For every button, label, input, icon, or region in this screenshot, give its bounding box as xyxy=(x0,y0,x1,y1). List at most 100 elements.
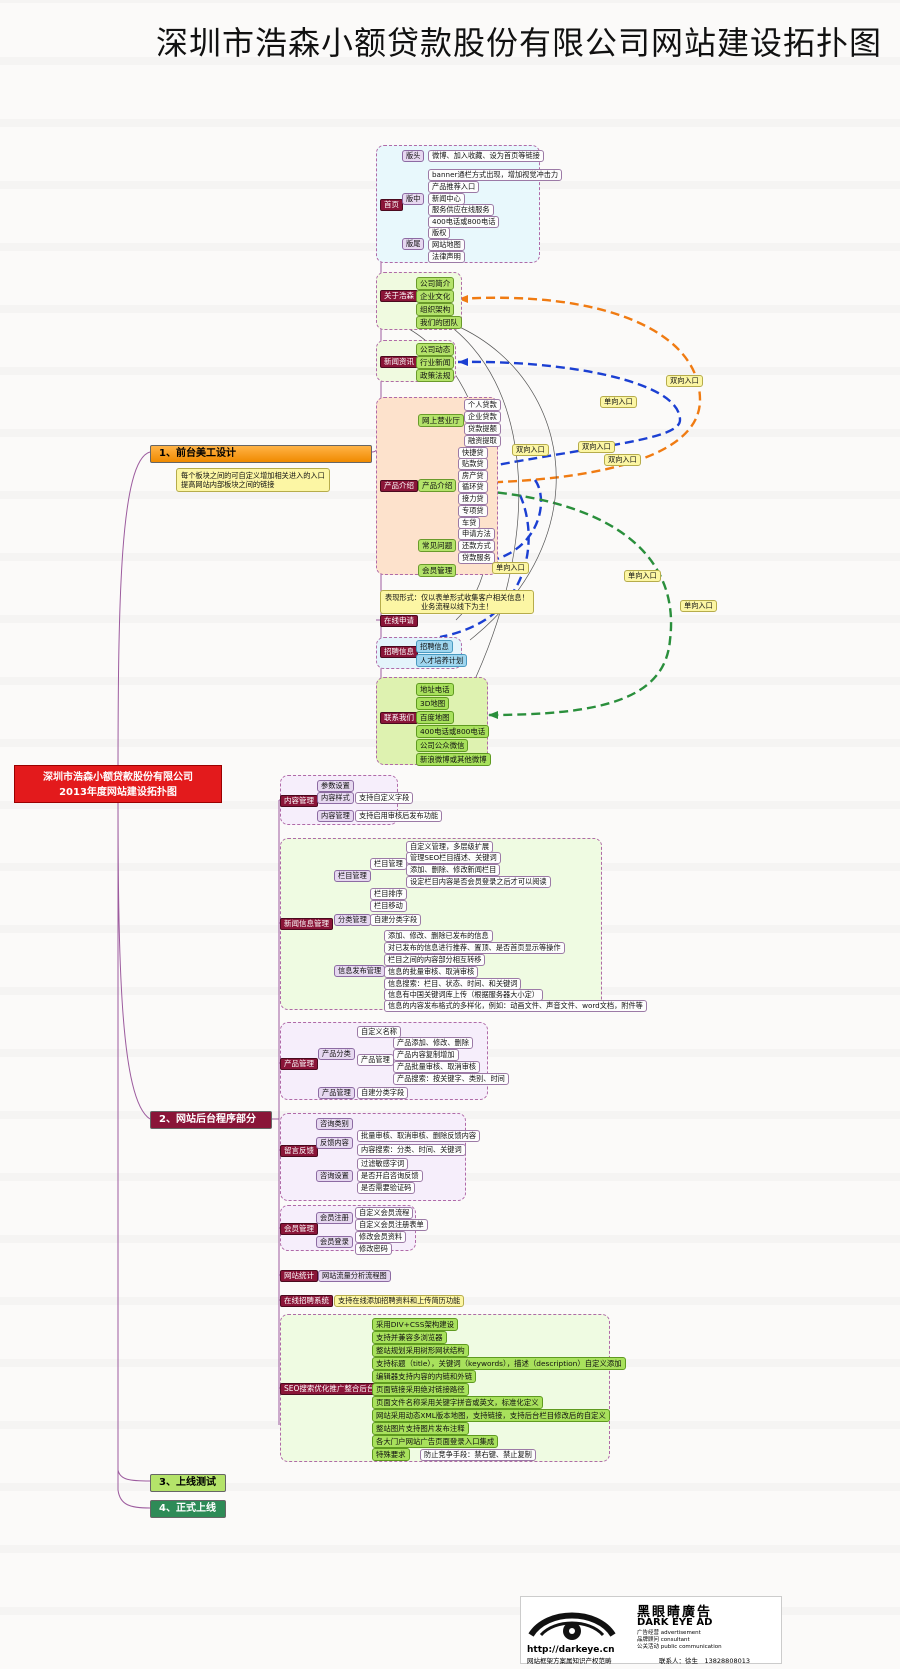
node-about-4[interactable]: 我们的团队 xyxy=(416,316,462,329)
node-job[interactable]: 在线招聘系统 xyxy=(280,1295,333,1307)
node-hr-1[interactable]: 招聘信息 xyxy=(416,640,453,653)
section-launch[interactable]: 4、正式上线 xyxy=(150,1500,226,1518)
node-middle[interactable]: 版中 xyxy=(402,193,425,205)
node-info-2: 对已发布的信息进行推荐、置顶、是否首页显示等操作 xyxy=(384,942,565,954)
node-news-3[interactable]: 政策法规 xyxy=(416,369,455,382)
node-mem-1b: 自定义会员注册表单 xyxy=(355,1219,428,1231)
node-col-b: 栏目排序 xyxy=(370,888,407,900)
node-faq-3: 贷款服务 xyxy=(458,552,495,564)
node-home[interactable]: 首页 xyxy=(380,199,403,211)
node-online-2: 企业贷款 xyxy=(464,411,501,423)
node-hr[interactable]: 招聘信息 xyxy=(380,646,418,658)
node-seo-2[interactable]: 支持并兼容多浏览器 xyxy=(372,1331,447,1344)
node-seo-7[interactable]: 页面文件名称采用关键字拼音或英文，标准化定义 xyxy=(372,1396,543,1409)
node-content-1[interactable]: 参数设置 xyxy=(317,780,354,792)
node-content-2a: 支持自定义字段 xyxy=(355,792,414,804)
node-mem-2[interactable]: 会员登录 xyxy=(316,1236,353,1248)
node-hr-2[interactable]: 人才培养计划 xyxy=(416,654,468,667)
node-content-3a: 支持启用审核后发布功能 xyxy=(355,810,443,822)
node-online[interactable]: 网上营业厅 xyxy=(418,414,464,427)
node-feedback[interactable]: 留言反馈 xyxy=(280,1145,318,1157)
node-prod[interactable]: 产品介绍 xyxy=(418,479,457,492)
node-fb-1[interactable]: 咨询类别 xyxy=(316,1118,353,1130)
node-seo-6[interactable]: 页面链接采用绝对链接路径 xyxy=(372,1383,469,1396)
node-contact[interactable]: 联系我们 xyxy=(380,712,418,724)
node-news-2[interactable]: 行业新闻 xyxy=(416,356,455,369)
node-online-3: 贷款提额 xyxy=(464,423,501,435)
entry-label-one-a: 单向入口 xyxy=(600,396,637,408)
node-pcat-2c: 产品批量审核、取消审核 xyxy=(393,1061,481,1073)
form-note-line2: 业务流程以线下为主！ xyxy=(420,602,493,611)
brand-services: 广告经营 advertisement 品牌顾问 consultant 公关活动 … xyxy=(637,1630,722,1651)
node-mid-4: 服务供应在线服务 xyxy=(428,204,494,216)
node-mem-1[interactable]: 会员注册 xyxy=(316,1212,353,1224)
node-faq[interactable]: 常见问题 xyxy=(418,539,457,552)
node-pmgr[interactable]: 产品管理 xyxy=(318,1087,355,1099)
node-c-4[interactable]: 400电话或800电话 xyxy=(416,725,490,738)
node-c-1[interactable]: 地址电话 xyxy=(416,683,454,696)
node-content-3[interactable]: 内容管理 xyxy=(317,810,354,822)
node-cat[interactable]: 分类管理 xyxy=(334,914,371,926)
node-head-1: 微博、加入收藏、设为首页等链接 xyxy=(428,150,544,162)
node-mid-1: banner通栏方式出现，增加视觉冲击力 xyxy=(428,169,563,181)
trunk-front xyxy=(117,451,151,785)
node-c-5[interactable]: 公司公众微信 xyxy=(416,739,469,752)
node-seo-3[interactable]: 整站规划采用树形网状结构 xyxy=(372,1344,469,1357)
node-member[interactable]: 会员管理 xyxy=(418,564,457,577)
front-note-line1: 每个板块之间的可自定义增加相关进入的入口 xyxy=(181,471,325,480)
node-prodmgr[interactable]: 产品管理 xyxy=(280,1058,318,1070)
node-seo-8[interactable]: 网站采用动态XML版本地图，支持链接，支持后台栏目修改后的自定义 xyxy=(372,1409,610,1422)
one-arrow-blue-b xyxy=(439,494,530,639)
node-pcat-2b: 产品内容复制增加 xyxy=(393,1049,459,1061)
node-product[interactable]: 产品介绍 xyxy=(380,480,418,492)
node-seo-11[interactable]: 特殊要求 xyxy=(372,1448,410,1461)
node-seo[interactable]: SEO搜索优化推广整合后台 xyxy=(280,1383,379,1395)
node-about-3[interactable]: 组织架构 xyxy=(416,303,455,316)
footer-url[interactable]: http://darkeye.cn xyxy=(527,1645,615,1655)
node-seo-10[interactable]: 各大门户网站广告页面登录入口集成 xyxy=(372,1435,499,1448)
node-prod-2: 贴款贷 xyxy=(458,458,488,470)
node-fb-3c: 是否需要验证码 xyxy=(357,1182,416,1194)
node-news-1[interactable]: 公司动态 xyxy=(416,343,455,356)
node-fb-2b: 内容搜索：分类、时间、关键词 xyxy=(357,1144,466,1156)
footer-brand: http://darkeye.cn 黑眼睛廣告 DARK EYE AD 广告经营… xyxy=(520,1596,782,1665)
node-c-3[interactable]: 百度地图 xyxy=(416,711,454,724)
brand-cn: 黑眼睛廣告 xyxy=(637,1605,713,1620)
node-mid-5: 400电话或800电话 xyxy=(428,216,500,228)
node-fb-2[interactable]: 反馈内容 xyxy=(316,1137,353,1149)
node-seo-5[interactable]: 编辑器支持内容的内链和外链 xyxy=(372,1370,477,1383)
section-backend[interactable]: 2、网站后台程序部分 xyxy=(150,1111,272,1129)
node-seo-9[interactable]: 整站图片支持图片发布注释 xyxy=(372,1422,469,1435)
node-about-1[interactable]: 公司简介 xyxy=(416,277,455,290)
section-front-design[interactable]: 1、前台美工设计 xyxy=(150,445,372,463)
node-tail-3: 法律声明 xyxy=(428,251,465,263)
node-pcat[interactable]: 产品分类 xyxy=(318,1048,355,1060)
node-content-2[interactable]: 内容样式 xyxy=(317,792,354,804)
node-c-6[interactable]: 新浪微博或其他微博 xyxy=(416,753,491,766)
service-3: 公关活动 public communication xyxy=(637,1644,722,1650)
node-member-mgr[interactable]: 会员管理 xyxy=(280,1223,318,1235)
node-newsmgr[interactable]: 新闻信息管理 xyxy=(280,918,333,930)
node-news[interactable]: 新闻资讯 xyxy=(380,356,418,368)
node-apply[interactable]: 在线申请 xyxy=(380,615,418,627)
node-col[interactable]: 栏目管理 xyxy=(334,870,371,882)
node-about-2[interactable]: 企业文化 xyxy=(416,290,455,303)
node-info-1: 添加、修改、删除已发布的信息 xyxy=(384,930,493,942)
node-pcat-2a: 产品添加、修改、删除 xyxy=(393,1037,473,1049)
node-info[interactable]: 信息发布管理 xyxy=(334,965,386,977)
root-node[interactable]: 深圳市浩森小额贷款股份有限公司 2013年度网站建设拓扑图 xyxy=(14,765,222,803)
node-about[interactable]: 关于浩森 xyxy=(380,290,418,302)
node-seo-1[interactable]: 采用DIV+CSS架构建设 xyxy=(372,1318,459,1331)
node-head[interactable]: 版头 xyxy=(402,150,425,162)
node-c-2[interactable]: 3D地图 xyxy=(416,697,450,710)
node-faq-2: 还款方式 xyxy=(458,540,495,552)
node-content[interactable]: 内容管理 xyxy=(280,795,318,807)
trunk-back xyxy=(117,783,151,1120)
form-note: 表现形式：仅以表单形式收集客户相关信息！ 业务流程以线下为主！ xyxy=(380,590,534,614)
node-fb-3[interactable]: 咨询设置 xyxy=(316,1170,353,1182)
section-testing[interactable]: 3、上线测试 xyxy=(150,1474,226,1492)
node-seo-4[interactable]: 支持标题（title），关键词（keywords），描述（description… xyxy=(372,1357,626,1370)
node-stat[interactable]: 网站统计 xyxy=(280,1270,318,1282)
node-tail[interactable]: 版尾 xyxy=(402,238,425,250)
